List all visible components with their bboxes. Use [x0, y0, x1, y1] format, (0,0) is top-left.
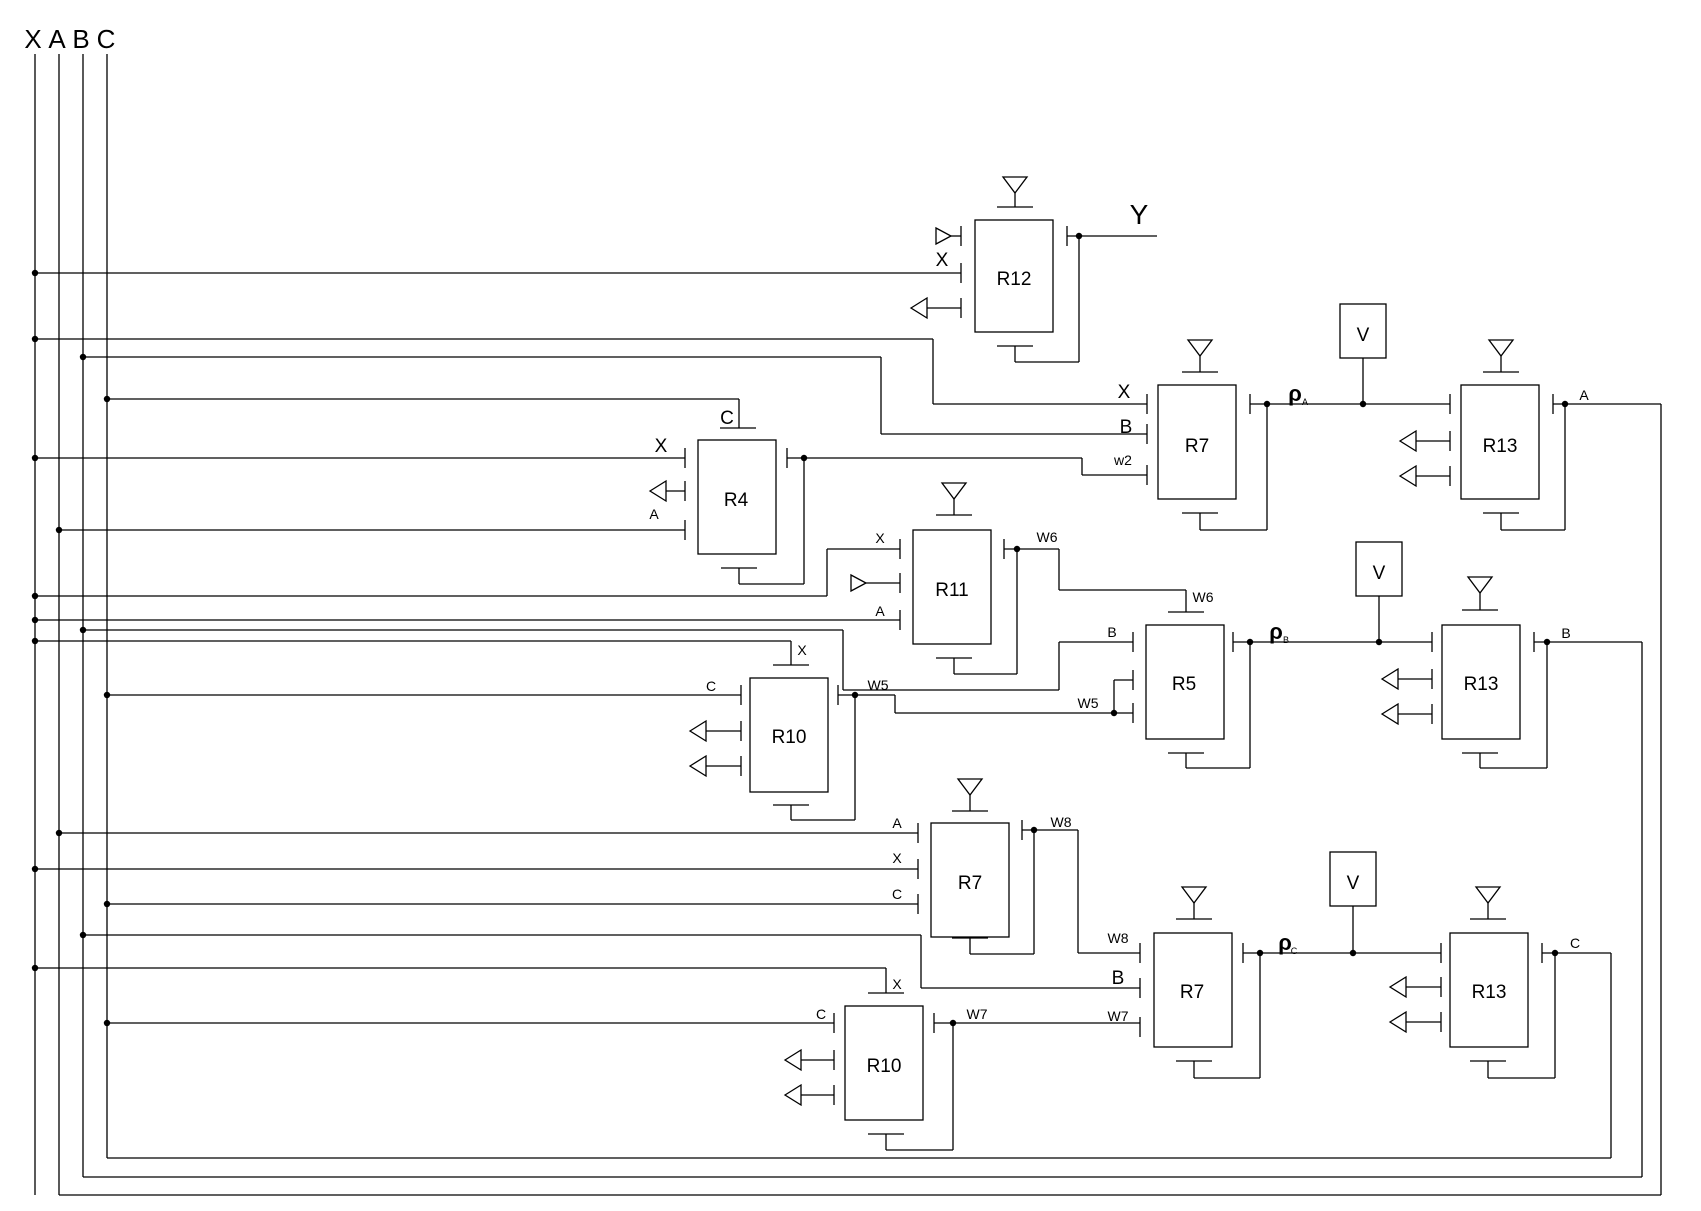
pin-label: X [875, 530, 885, 546]
ground-icon [688, 719, 707, 743]
block-label: R10 [772, 727, 807, 748]
rho-subscript: A [1302, 397, 1308, 407]
ground-icon [688, 754, 707, 778]
rho-symbol: ρ [1269, 619, 1283, 644]
pin-label: A [1579, 387, 1589, 403]
pin-label: A [875, 603, 885, 619]
antenna-icon [1186, 339, 1214, 358]
block-r12: R12 X Y [35, 176, 1157, 363]
pin-label: A [892, 815, 902, 831]
ground-icon [909, 296, 928, 320]
ground-icon [1388, 975, 1407, 999]
block-label: R13 [1472, 982, 1507, 1003]
bus-label-b: B [72, 24, 89, 54]
block-r5: W6 R5 B W5 ρ B [83, 589, 1432, 769]
v-block-3: V [1329, 851, 1377, 953]
pin-label: X [1118, 382, 1131, 403]
block-label: R13 [1483, 436, 1518, 457]
pin-label: X [936, 250, 949, 271]
pin-label: W6 [1037, 529, 1058, 545]
pin-label: W8 [1108, 930, 1129, 946]
ground-icon [1388, 1010, 1407, 1034]
pin-label: C [892, 886, 902, 902]
ground-icon [1398, 429, 1417, 453]
ground-icon [783, 1083, 802, 1107]
antenna-icon [1001, 176, 1029, 195]
block-label: R10 [867, 1056, 902, 1077]
block-r4: C R4 X A [35, 398, 1083, 585]
bus: X A B C [24, 24, 115, 1195]
v-label: V [1357, 325, 1370, 346]
pin-label: C [706, 678, 716, 694]
ground-icon [783, 1048, 802, 1072]
pin-label: B [1120, 417, 1133, 438]
v-block-1: V [1339, 303, 1387, 404]
bus-label-x: X [24, 24, 41, 54]
antenna-icon [956, 778, 984, 797]
ground-icon [1380, 667, 1399, 691]
pin-label: X [655, 436, 668, 457]
block-label: R7 [1180, 982, 1204, 1003]
v-block-2: V [1355, 541, 1403, 642]
antenna-icon [1474, 886, 1502, 905]
pin-label: X [892, 976, 902, 992]
pin-label: C [720, 408, 734, 429]
v-label: V [1373, 563, 1386, 584]
pin-label: w2 [1113, 452, 1132, 468]
block-r7-mid: R7 A X C W8 [35, 778, 1140, 955]
block-r7-low: R7 W8 B W7 ρ C [83, 886, 1441, 1079]
v-label: V [1347, 873, 1360, 894]
pin-label: W7 [967, 1006, 988, 1022]
block-label: R12 [997, 269, 1032, 290]
pin-label: C [1570, 935, 1580, 951]
pin-label: X [892, 850, 902, 866]
bus-label-a: A [48, 24, 66, 54]
pin-label: A [649, 506, 659, 522]
block-label: R7 [958, 873, 982, 894]
ground-icon [850, 573, 868, 593]
block-label: R4 [724, 490, 749, 511]
rho-subscript: C [1291, 946, 1298, 956]
pin-label: W8 [1051, 814, 1072, 830]
block-r11: R11 X A W6 [35, 482, 1186, 675]
ground-icon [935, 226, 953, 246]
pin-label: W6 [1193, 589, 1214, 605]
rho-subscript: B [1283, 635, 1289, 645]
pin-label: B [1107, 624, 1116, 640]
ground-icon [1380, 702, 1399, 726]
pin-label: X [797, 642, 807, 658]
bus-label-c: C [97, 24, 116, 54]
antenna-icon [1487, 339, 1515, 358]
pin-label: W5 [1078, 695, 1099, 711]
junction-dots [31, 232, 1569, 1027]
antenna-icon [1466, 576, 1494, 595]
pin-label: B [1112, 968, 1125, 989]
pin-label: W5 [868, 677, 889, 693]
block-label: R5 [1172, 674, 1196, 695]
block-label: R7 [1185, 436, 1209, 457]
block-label: R13 [1464, 674, 1499, 695]
pin-label: W7 [1108, 1008, 1129, 1024]
block-label: R11 [935, 580, 968, 601]
block-r13-a: R13 A [59, 339, 1662, 1196]
block-r10-mid: X R10 C W5 [35, 640, 1114, 821]
rho-symbol: ρ [1288, 381, 1302, 406]
rho-symbol: ρ [1278, 930, 1292, 955]
block-r13-b: R13 B [83, 576, 1643, 1178]
pin-label: B [1561, 625, 1570, 641]
block-r13-c: R13 C [107, 886, 1612, 1159]
output-label: Y [1130, 199, 1149, 230]
antenna-icon [1180, 886, 1208, 905]
block-r7-top: R7 X B w2 ρ A [35, 338, 1450, 531]
ground-icon [648, 479, 667, 503]
block-r10-low: X R10 C W7 [35, 967, 1140, 1151]
antenna-icon [940, 482, 968, 501]
pin-label: C [816, 1006, 826, 1022]
ground-icon [1398, 464, 1417, 488]
